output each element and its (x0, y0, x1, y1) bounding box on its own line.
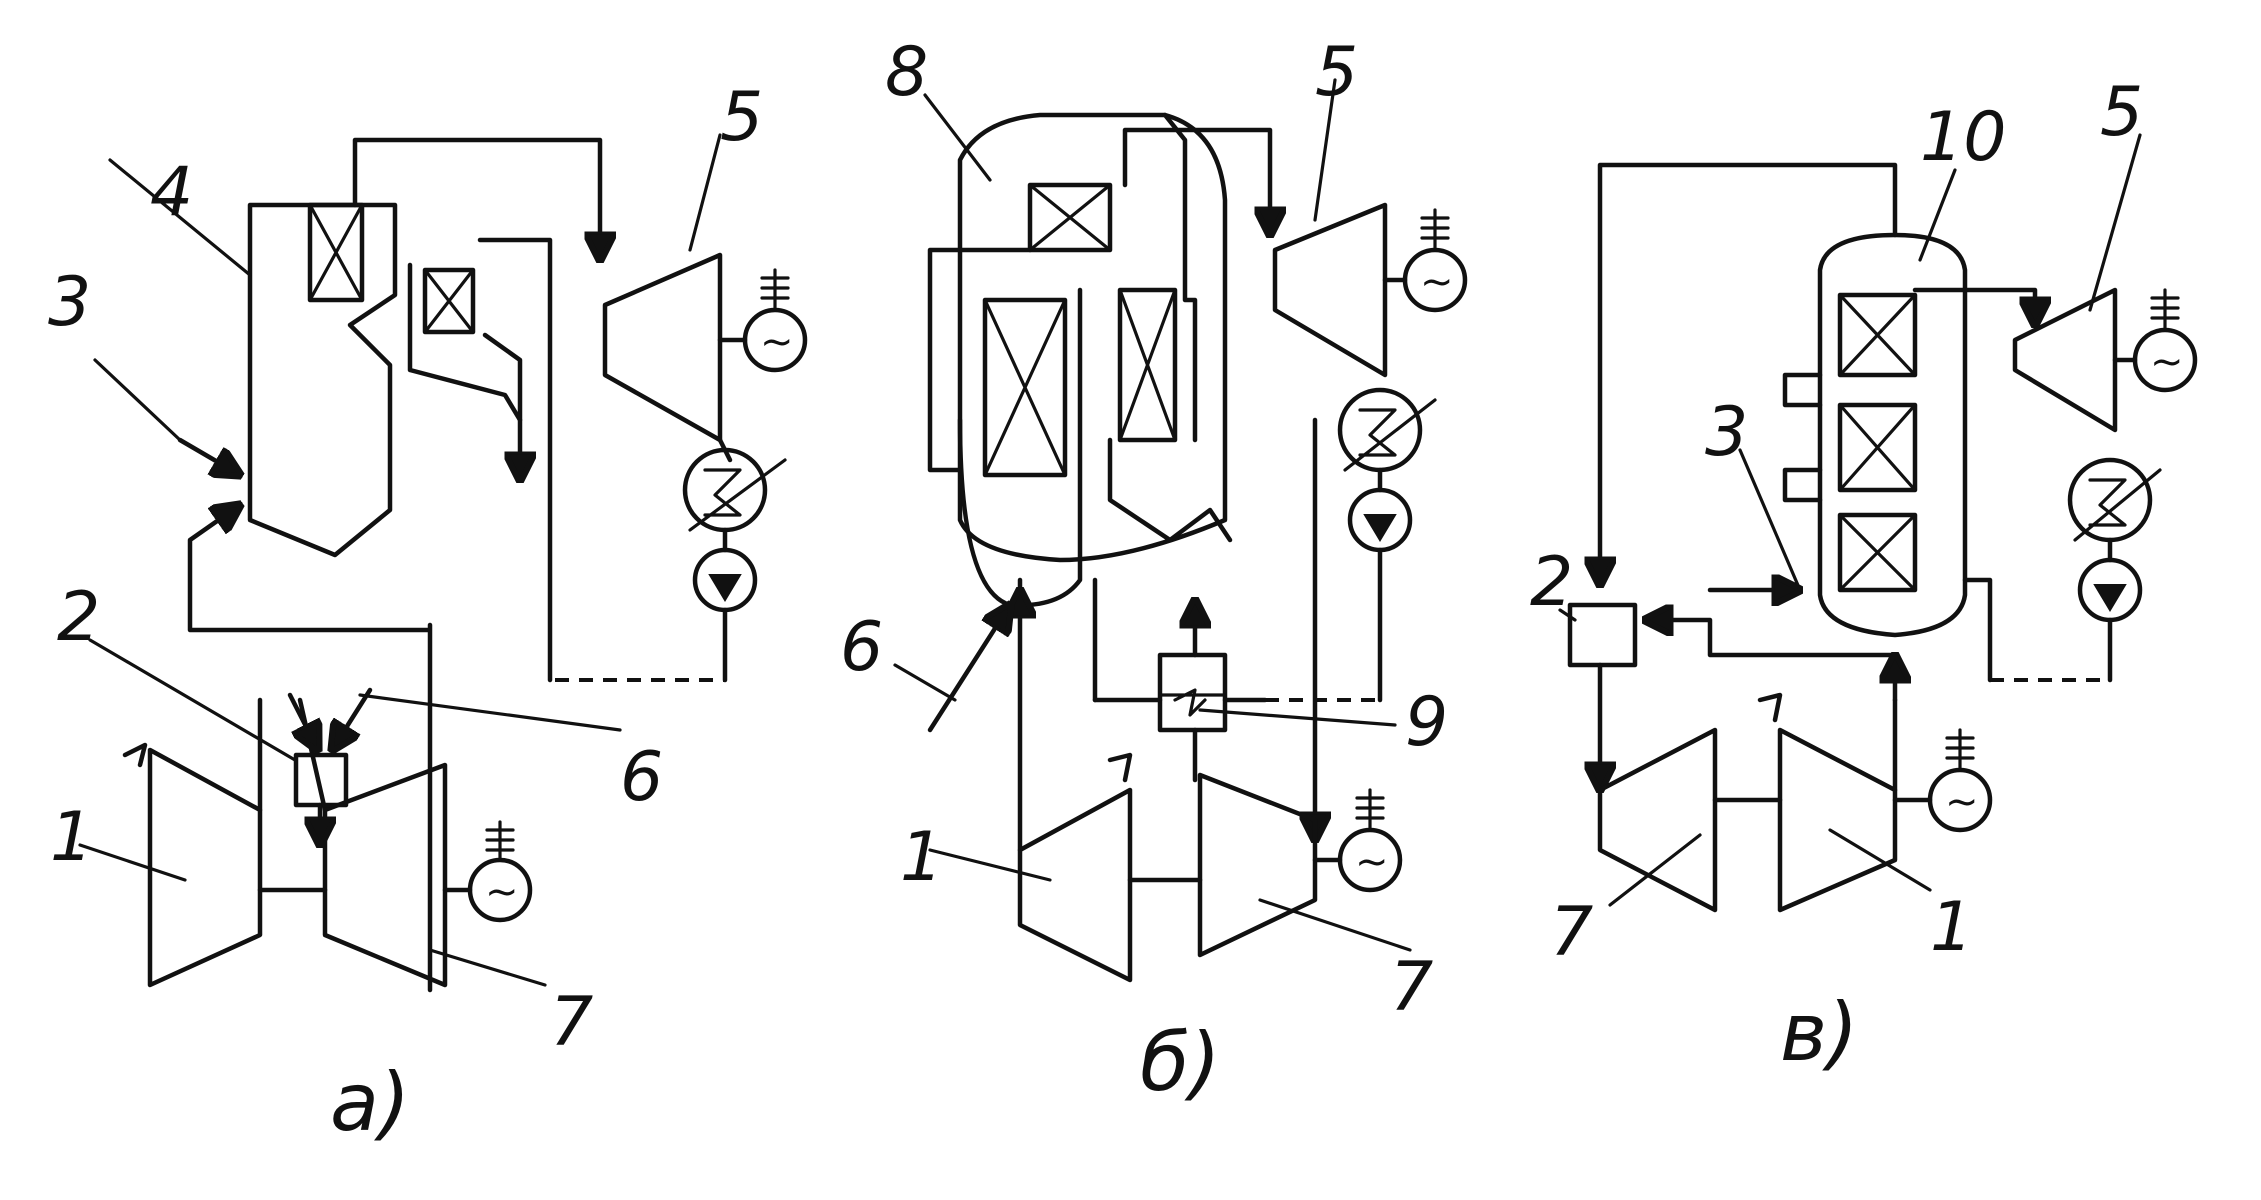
heat-exchanger-9 (1157, 652, 1228, 733)
caption-a: а) (330, 1056, 410, 1149)
label-10: 10 (1920, 98, 2007, 177)
label-3: 3 (1705, 393, 1748, 472)
label-5: 5 (720, 78, 763, 157)
compressor-1 (147, 747, 263, 988)
label-5: 5 (1315, 33, 1358, 112)
condenser-icon (682, 447, 787, 533)
label-7: 7 (1390, 948, 1433, 1027)
crossed-box-icon (982, 297, 1068, 478)
generator-icon: ~ (467, 820, 533, 923)
generator-icon: ~ (1337, 788, 1403, 893)
generator-icon: ~ (1402, 208, 1468, 313)
generator-icon: ~ (2132, 288, 2198, 393)
svg-text:~: ~ (760, 319, 794, 365)
label-4: 4 (150, 153, 193, 232)
pump-icon (2077, 557, 2143, 623)
svg-text:~: ~ (1420, 259, 1454, 305)
compressor-1 (1017, 787, 1133, 983)
condenser-icon (1337, 387, 1437, 473)
svg-text:~: ~ (1355, 839, 1389, 885)
combustor-2 (1567, 602, 1638, 668)
label-7: 7 (550, 983, 593, 1062)
caption-v: в) (1780, 986, 1858, 1079)
steam-turbine-5 (2012, 287, 2118, 433)
label-3: 3 (48, 263, 91, 342)
pump-icon (692, 547, 758, 613)
panel-a: ~ ~ (48, 78, 808, 1149)
label-7: 7 (1550, 893, 1593, 972)
label-2: 2 (57, 578, 100, 657)
label-1: 1 (900, 818, 943, 897)
gas-turbine-7 (1597, 727, 1718, 913)
pump-icon (1347, 487, 1413, 553)
generator-icon: ~ (1927, 728, 1993, 833)
label-1: 1 (50, 798, 93, 877)
label-6: 6 (840, 608, 883, 687)
caption-b: б) (1140, 1016, 1221, 1109)
panel-c: ~ ~ (1530, 73, 2198, 1079)
crossed-box-icon (1837, 292, 1918, 378)
label-2: 2 (1530, 543, 1573, 622)
boiler-4 (247, 202, 398, 558)
label-8: 8 (885, 33, 928, 112)
convective-shaft (407, 237, 553, 683)
crossed-box-icon (307, 202, 365, 303)
svg-text:~: ~ (485, 869, 519, 915)
label-6: 6 (620, 738, 663, 817)
crossed-box-icon (1837, 512, 1918, 593)
crossed-box-icon (1027, 182, 1113, 253)
label-5: 5 (2100, 73, 2143, 152)
gas-turbine-7 (1197, 772, 1318, 958)
crossed-box-icon (422, 267, 476, 335)
gas-turbine-7 (322, 762, 448, 988)
crossed-box-icon (1117, 287, 1178, 443)
generator-icon: ~ (742, 268, 808, 373)
label-1: 1 (1930, 888, 1973, 967)
svg-text:~: ~ (2150, 339, 2184, 385)
panel-b: ~ ~ (840, 33, 1468, 1109)
boiler-10 (1817, 232, 1968, 638)
compressor-1 (1777, 727, 1898, 913)
steam-turbine-5 (602, 252, 723, 443)
condenser-icon (2067, 457, 2162, 543)
svg-text:~: ~ (1945, 779, 1979, 825)
label-9: 9 (1405, 683, 1448, 762)
crossed-box-icon (1837, 402, 1918, 493)
steam-turbine-5 (1272, 202, 1388, 378)
boiler-8 (957, 112, 1228, 563)
